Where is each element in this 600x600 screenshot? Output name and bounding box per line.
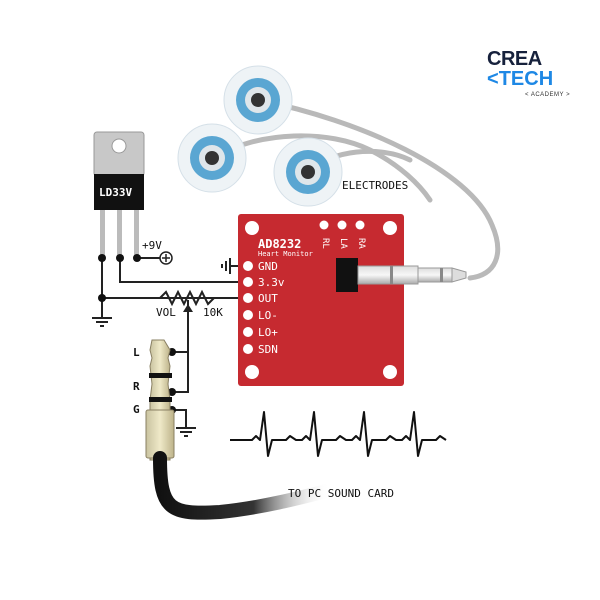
audio-jack xyxy=(145,339,175,461)
electrode-la xyxy=(177,123,247,193)
pin-sdn-label: SDN xyxy=(258,343,278,356)
jack-pin-l: L xyxy=(133,346,140,359)
regulator-label: LD33V xyxy=(99,186,133,199)
board-title: AD8232 xyxy=(258,237,302,251)
output-cable xyxy=(153,451,337,520)
ad8232-board xyxy=(238,214,404,386)
supply-voltage-label: +9V xyxy=(142,239,162,252)
electrode-plug xyxy=(357,265,467,285)
pot-value-label: 10K xyxy=(203,306,223,319)
logo-line2: <TECH xyxy=(487,68,553,91)
jack-pin-g: G xyxy=(133,403,140,416)
logo-tech: TECH xyxy=(498,68,554,90)
electrodes-label: ELECTRODES xyxy=(342,179,409,192)
crea-tech-logo: CREA <TECH < ACADEMY > xyxy=(475,42,583,104)
logo-chevron: < xyxy=(487,68,499,90)
ecg-waveform xyxy=(230,411,447,457)
voltage-regulator xyxy=(93,131,145,260)
top-pin-rl: RL xyxy=(320,238,330,249)
potentiometer-wiper-arrow xyxy=(183,304,193,312)
pin-gnd-label: GND xyxy=(258,260,278,273)
top-pin-ra: RA xyxy=(356,238,366,249)
output-label: TO PC SOUND CARD xyxy=(288,487,394,500)
electrode-ra xyxy=(223,65,293,135)
pot-vol-label: VOL xyxy=(156,306,176,319)
pin-out-label: OUT xyxy=(258,292,278,305)
pin-lo-minus-label: LO- xyxy=(258,309,278,322)
potentiometer xyxy=(159,289,215,307)
logo-academy: < ACADEMY > xyxy=(525,92,571,98)
electrode-rl xyxy=(273,137,343,207)
logo-line1: CREA xyxy=(487,48,542,70)
jack-pin-r: R xyxy=(133,380,140,393)
pin-lo-plus-label: LO+ xyxy=(258,326,278,339)
board-subtitle: Heart Monitor xyxy=(258,250,313,258)
supply-terminal-icon xyxy=(159,251,173,265)
top-pin-la: LA xyxy=(338,238,348,249)
pin-3v3-label: 3.3v xyxy=(258,276,285,289)
